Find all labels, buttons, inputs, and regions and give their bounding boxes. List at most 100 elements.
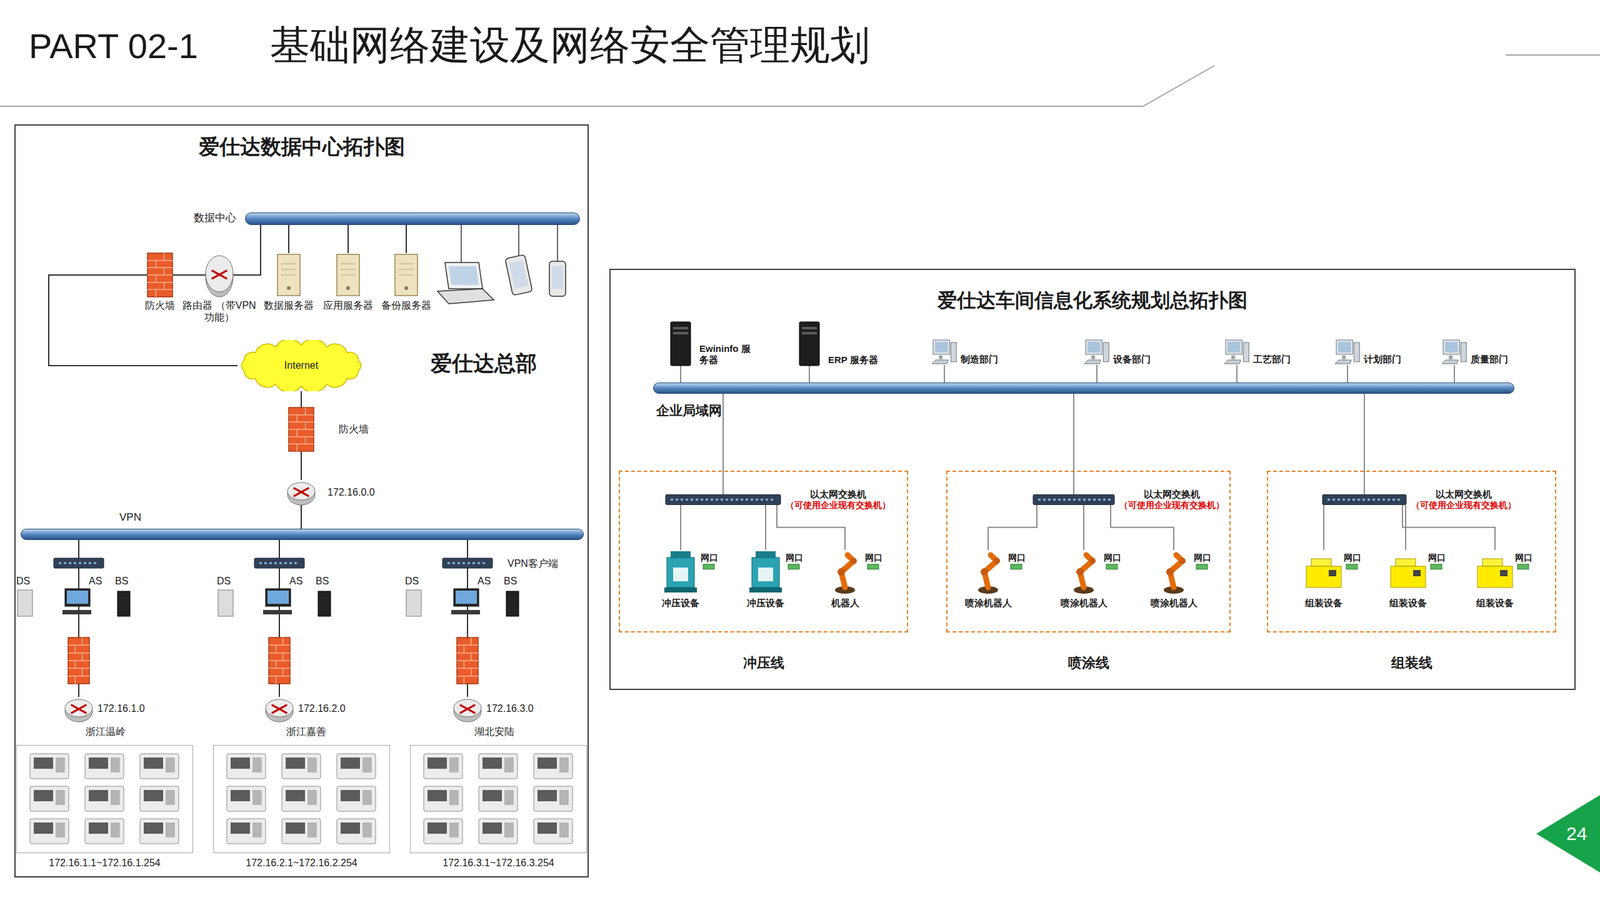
machine-window xyxy=(33,822,54,834)
connector xyxy=(722,393,724,495)
connector xyxy=(1083,504,1085,550)
icon-slot xyxy=(1033,494,1115,505)
machine-icon xyxy=(30,753,69,779)
label-holder: 网口 xyxy=(1343,552,1362,564)
machine-icon xyxy=(533,818,573,844)
router-node: 172.16.0.0 xyxy=(287,480,375,505)
pc-monitor xyxy=(1336,340,1353,355)
pc-screen xyxy=(267,590,289,604)
bus-bar xyxy=(653,382,1515,394)
dashed-group xyxy=(1266,470,1557,633)
machine-panel xyxy=(559,757,569,773)
connector xyxy=(808,365,810,383)
switch-port xyxy=(1337,498,1340,501)
connector xyxy=(288,225,290,254)
machine-icon xyxy=(226,786,266,812)
node-label: 应用服务器 xyxy=(323,299,374,312)
brick-line xyxy=(296,429,299,437)
router-top xyxy=(265,699,294,717)
icon-slot xyxy=(661,550,700,594)
pc-keyboard xyxy=(62,610,92,615)
label-holder: 网口 xyxy=(865,552,883,564)
switch-port xyxy=(1038,498,1041,501)
label-holder: 冲压线 xyxy=(618,655,909,672)
machine-panel xyxy=(55,757,65,773)
node-label: 数据服务器 xyxy=(263,299,314,312)
switch-port xyxy=(670,498,674,501)
machine-window xyxy=(537,822,557,834)
label-holder: 网口 xyxy=(1428,552,1446,564)
switch-port xyxy=(685,498,689,501)
host-label: BS xyxy=(115,575,129,587)
label-column: 设备部门 xyxy=(1113,353,1151,365)
host-label: DS xyxy=(405,575,419,587)
connector xyxy=(680,365,682,383)
switch-port xyxy=(680,498,684,501)
switch-port xyxy=(93,562,97,565)
router-arrow xyxy=(271,705,288,714)
brick-line xyxy=(282,653,284,661)
connector xyxy=(1323,504,1325,550)
switch-port xyxy=(294,562,297,565)
switch-port xyxy=(83,562,87,565)
brick-line xyxy=(155,289,157,297)
icon-slot xyxy=(668,321,694,366)
brick-line xyxy=(456,675,479,677)
switch-port xyxy=(1068,498,1071,501)
icon-slot xyxy=(147,253,173,297)
switch-icon xyxy=(665,494,781,505)
mobile-devices xyxy=(437,225,566,304)
node-label: 以太网交换机 xyxy=(1143,488,1200,500)
brick-line xyxy=(147,281,173,284)
machine-panel xyxy=(110,822,120,838)
icon-group xyxy=(17,253,1529,844)
pc-stand xyxy=(1091,355,1095,360)
pc-screen xyxy=(1445,341,1458,353)
tower-icon xyxy=(799,321,820,366)
assembly-top xyxy=(1311,558,1332,567)
label-holder: 企业局域网 xyxy=(656,402,722,419)
switch-port xyxy=(760,498,764,501)
switch-port xyxy=(447,562,450,565)
device-node: 网口冲压设备 xyxy=(728,550,804,609)
port-label: 网口 xyxy=(1428,552,1446,564)
machine-window xyxy=(285,790,305,802)
pc-stand xyxy=(1231,355,1235,360)
switch-port xyxy=(1347,498,1350,501)
machine-panel xyxy=(504,757,514,773)
panel-title: 爱仕达车间信息化系统规划总拓扑图 xyxy=(609,268,1576,312)
brick-line xyxy=(305,407,307,415)
machine-icon xyxy=(423,786,463,812)
brick-line xyxy=(268,652,290,654)
port-label: 网口 xyxy=(1515,552,1533,564)
label-holder: 网口 xyxy=(1515,552,1533,564)
router-arrow xyxy=(460,705,476,714)
icon-slot xyxy=(1389,550,1427,594)
brick-line xyxy=(288,428,314,430)
pc-screen xyxy=(935,341,948,353)
label-column: 制造部门 xyxy=(960,353,999,365)
press-frame xyxy=(666,557,695,588)
switch-port xyxy=(1397,498,1400,501)
icon-slot xyxy=(392,253,420,297)
machine-window xyxy=(285,757,305,769)
assembly-top xyxy=(1482,558,1503,567)
pc-screen xyxy=(1087,341,1100,353)
switch-port xyxy=(73,562,77,565)
brick-line xyxy=(275,676,277,684)
icon-slot xyxy=(1476,550,1514,594)
tower-bay xyxy=(673,331,689,335)
port-icon xyxy=(703,564,715,570)
router-arrow xyxy=(71,705,87,714)
brick-line xyxy=(296,415,299,423)
machine-icon xyxy=(140,818,179,844)
machine-panel xyxy=(504,790,514,805)
machine-icon xyxy=(281,786,321,812)
ip-label: 172.16.1.0 xyxy=(97,702,145,715)
firewall-icon xyxy=(68,637,90,684)
machine-icon xyxy=(336,818,376,844)
production-line: 冲压线以太网交换机（可使用企业现有交换机）网口冲压设备网口冲压设备网口机器人 xyxy=(618,470,909,683)
label-column: 工艺部门 xyxy=(1253,353,1291,365)
connector xyxy=(988,504,1037,550)
switch-port xyxy=(264,562,267,565)
